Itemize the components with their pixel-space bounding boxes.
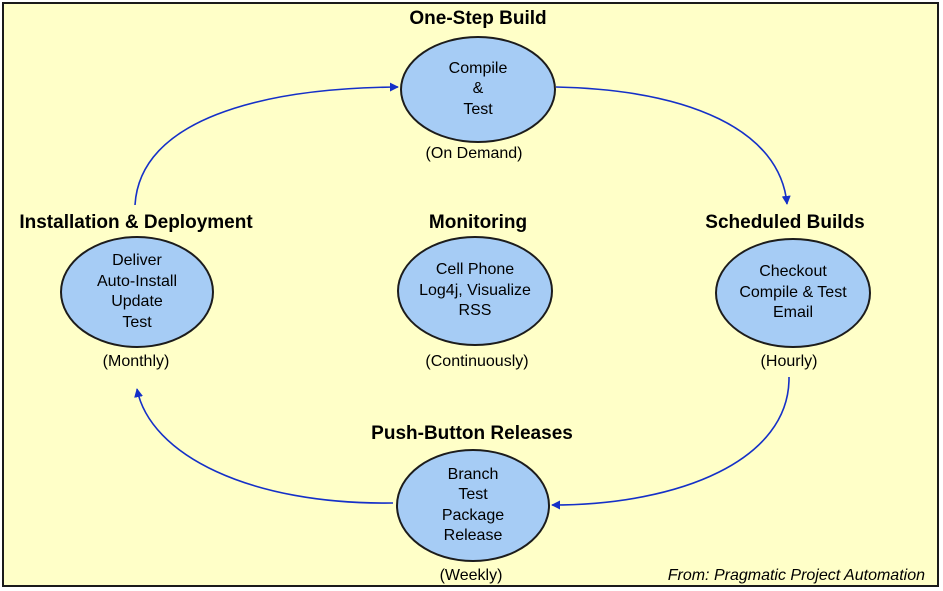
stage-node-installation-deployment: Deliver Auto-Install Update Test bbox=[60, 236, 214, 348]
stage-frequency-scheduled-builds: (Hourly) bbox=[760, 353, 818, 370]
stage-frequency-monitoring: (Continuously) bbox=[425, 353, 529, 370]
node-line: Branch bbox=[447, 465, 499, 483]
node-line: Checkout bbox=[759, 263, 827, 281]
node-line: Release bbox=[443, 527, 503, 544]
node-line: Cell Phone bbox=[435, 261, 515, 279]
stage-node-one-step-build: Compile & Test bbox=[400, 36, 556, 143]
stage-node-scheduled-builds: Checkout Compile & Test Email bbox=[715, 238, 871, 348]
node-line: & bbox=[472, 80, 484, 98]
node-line: Test bbox=[463, 100, 493, 118]
stage-node-monitoring: Cell Phone Log4j, Visualize RSS bbox=[397, 236, 553, 346]
node-line: Auto-Install bbox=[96, 272, 178, 290]
node-line: Compile & Test bbox=[739, 283, 847, 301]
node-line: Email bbox=[772, 304, 813, 322]
node-line: Deliver bbox=[112, 252, 162, 269]
node-line: Update bbox=[111, 293, 163, 310]
stage-node-push-button-releases: Branch Test Package Release bbox=[396, 449, 550, 562]
stage-frequency-installation-deployment: (Monthly) bbox=[102, 353, 170, 370]
node-line: Compile bbox=[448, 59, 508, 77]
node-line: Package bbox=[441, 506, 505, 524]
node-line: Test bbox=[122, 313, 152, 331]
stage-title-push-button-releases: Push-Button Releases bbox=[371, 423, 573, 444]
source-attribution: From: Pragmatic Project Automation bbox=[667, 567, 925, 584]
stage-title-installation-deployment: Installation & Deployment bbox=[19, 212, 253, 233]
stage-title-one-step-build: One-Step Build bbox=[409, 8, 547, 29]
node-line: RSS bbox=[458, 302, 492, 320]
stage-title-scheduled-builds: Scheduled Builds bbox=[705, 212, 865, 233]
node-line: Test bbox=[458, 486, 488, 503]
node-line: Log4j, Visualize bbox=[419, 281, 531, 299]
stage-frequency-push-button-releases: (Weekly) bbox=[439, 567, 503, 584]
stage-frequency-one-step-build: (On Demand) bbox=[425, 145, 523, 162]
stage-title-monitoring: Monitoring bbox=[428, 212, 528, 233]
